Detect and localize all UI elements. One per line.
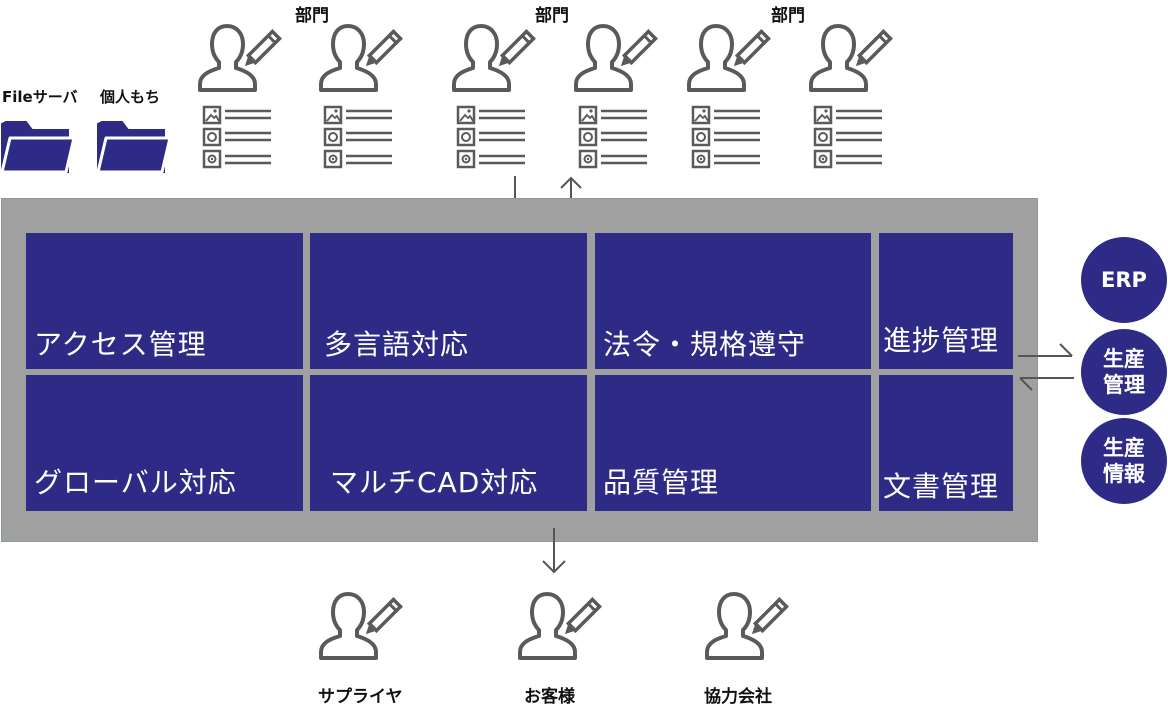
department-label: 部門	[771, 6, 805, 26]
function-label: アクセス管理	[34, 328, 207, 361]
user-with-documents-icon	[198, 24, 282, 169]
user-with-documents-icon	[574, 24, 658, 169]
function-tile-global: グローバル対応	[26, 375, 303, 511]
function-label: 進捗管理	[883, 324, 1000, 357]
user-with-documents-icon	[452, 24, 536, 169]
function-label: マルチCAD対応	[330, 466, 539, 499]
partner-label-partner-company: 協力会社	[704, 687, 772, 707]
department-label: 部門	[295, 6, 329, 26]
function-tile-compliance: 法令・規格遵守	[595, 233, 871, 369]
system-label: 生産 管理	[1103, 346, 1145, 397]
function-label: 法令・規格遵守	[603, 328, 807, 361]
function-tile-document: 文書管理	[879, 375, 1013, 511]
function-tile-progress: 進捗管理	[879, 233, 1013, 369]
platform-panel: アクセス管理 多言語対応 法令・規格遵守 進捗管理 グローバル対応 マルチCAD…	[1, 198, 1038, 542]
user-with-documents-icon	[687, 24, 771, 169]
partner-user-icon	[518, 592, 602, 660]
function-tile-multi-cad: マルチCAD対応	[310, 375, 587, 511]
partner-label-customer: お客様	[524, 687, 575, 707]
arrow-down-icon	[542, 528, 566, 574]
partner-user-icon	[705, 592, 789, 660]
system-label: 生産 情報	[1103, 435, 1145, 486]
function-label: 多言語対応	[324, 328, 470, 361]
function-label: 品質管理	[603, 466, 720, 499]
storage-label-personal: 個人もち	[100, 88, 161, 106]
folder-icon	[96, 120, 172, 174]
function-label: グローバル対応	[34, 466, 237, 499]
user-with-documents-icon	[319, 24, 403, 169]
function-tile-access: アクセス管理	[26, 233, 303, 369]
system-circle-production-info: 生産 情報	[1081, 418, 1167, 504]
storage-label-file-server: Fileサーバ	[2, 88, 78, 106]
function-label: 文書管理	[883, 470, 1000, 503]
function-tile-multilingual: 多言語対応	[310, 233, 587, 369]
department-label: 部門	[535, 6, 569, 26]
system-label: ERP	[1101, 267, 1147, 292]
folder-icon	[0, 120, 76, 174]
system-circle-erp: ERP	[1081, 237, 1167, 323]
system-circle-production-management: 生産 管理	[1081, 329, 1167, 415]
exchange-arrows-icon	[1018, 343, 1074, 391]
partner-user-icon	[319, 592, 403, 660]
user-with-documents-icon	[809, 24, 893, 169]
partner-label-supplier: サプライヤ	[318, 687, 403, 707]
function-tile-quality: 品質管理	[595, 375, 871, 511]
